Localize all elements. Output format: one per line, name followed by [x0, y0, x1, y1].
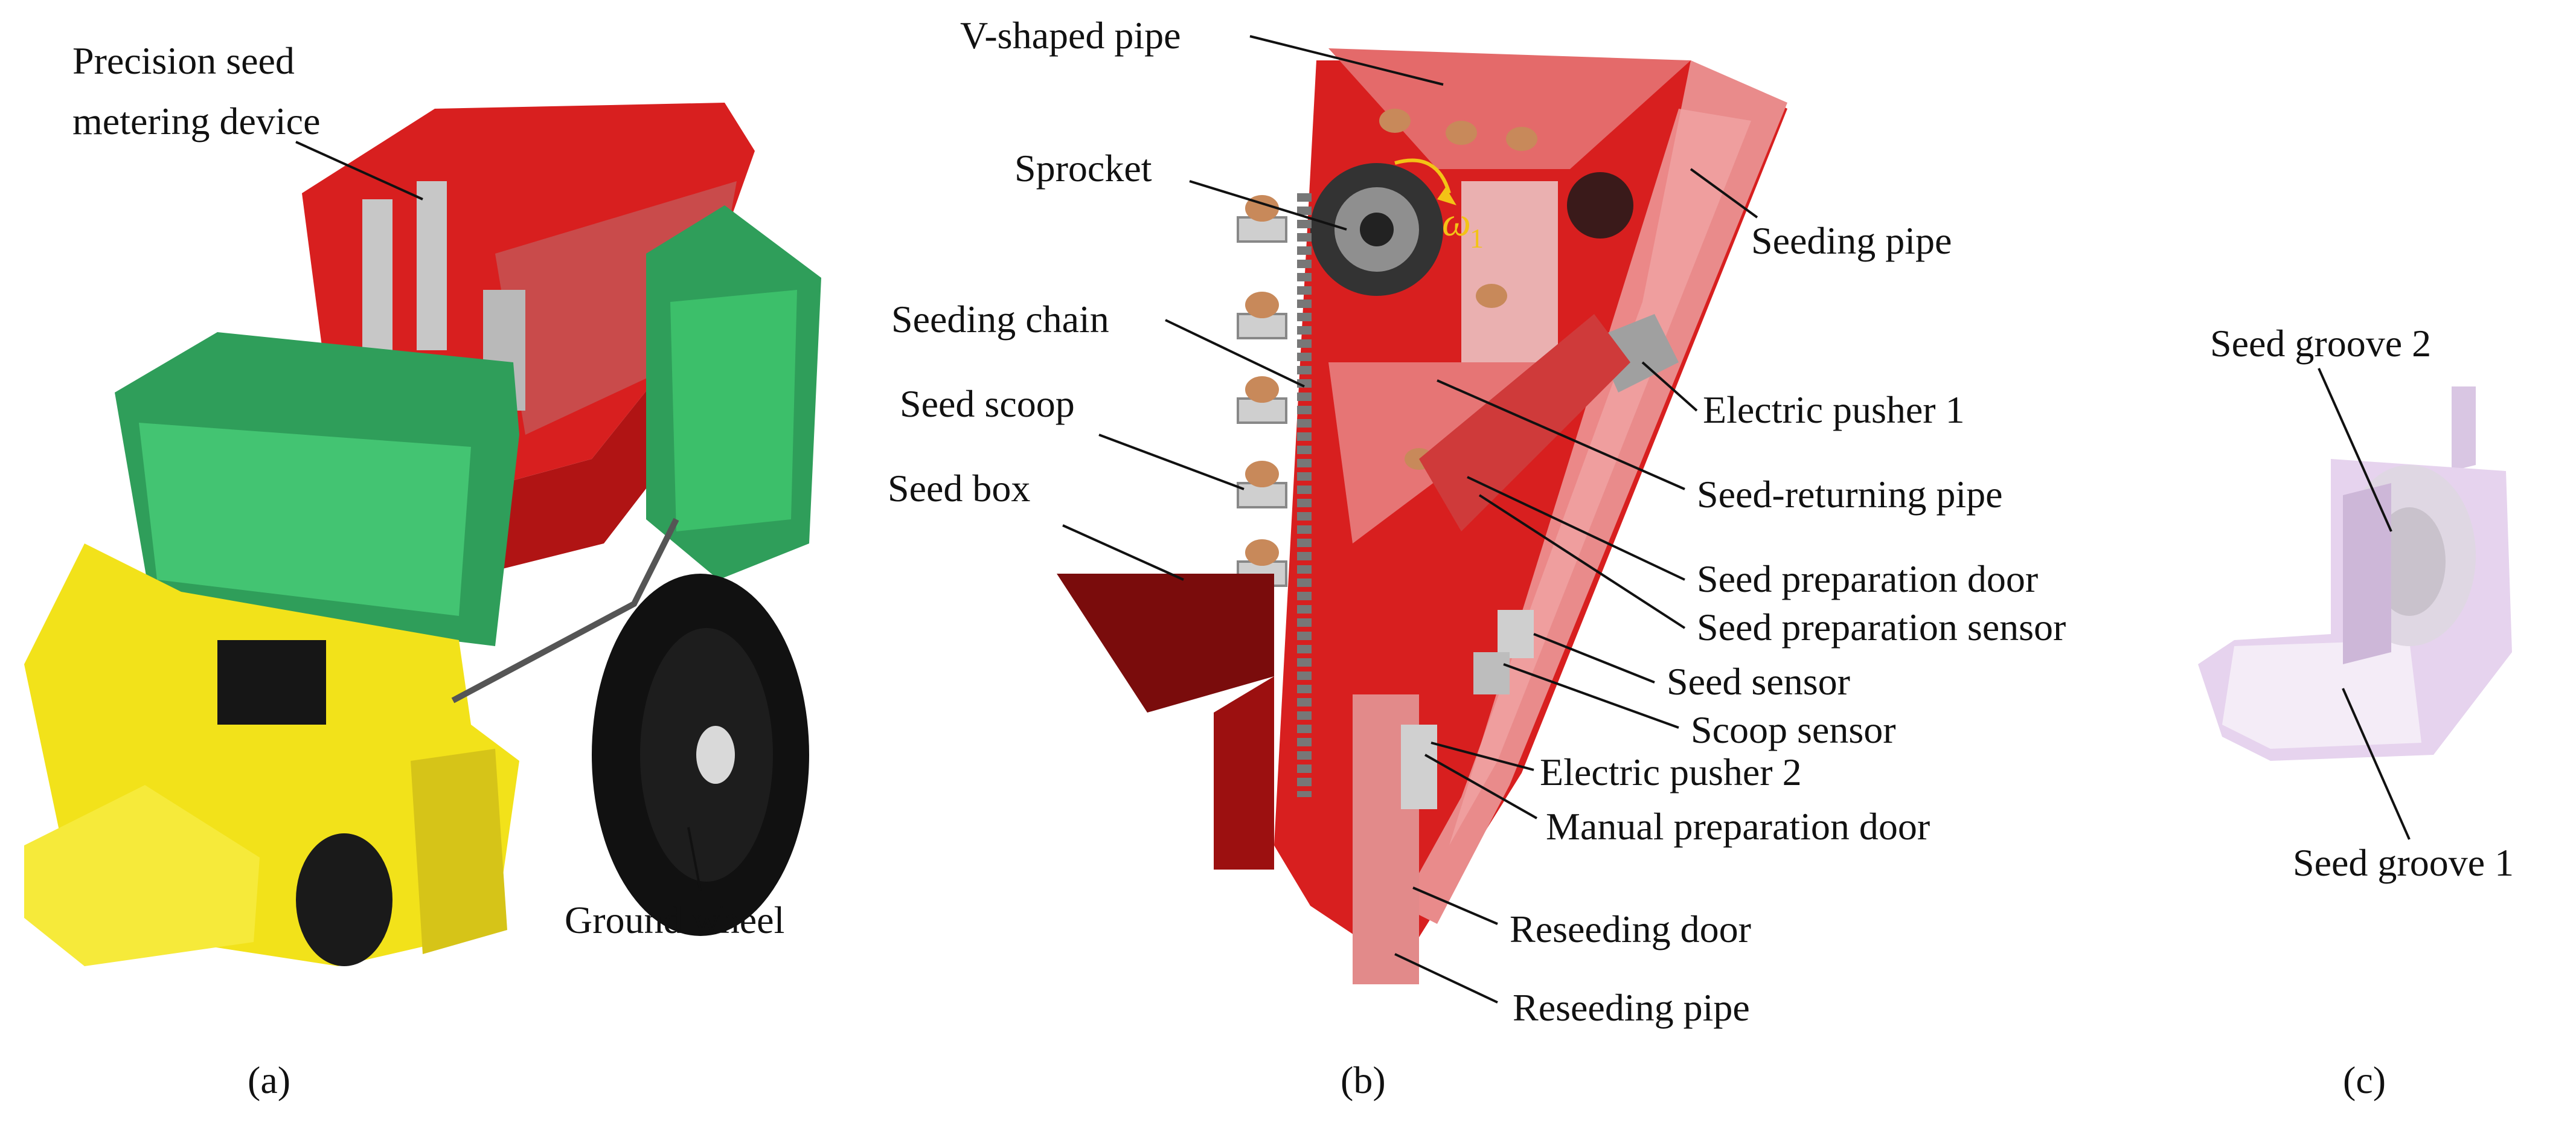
leader-seeding-chain — [1165, 319, 1305, 388]
label-reseeding-pipe: Reseeding pipe — [1513, 986, 1750, 1029]
label-electric-pusher-2: Electric pusher 2 — [1540, 751, 1802, 793]
leader-sprocket — [1189, 180, 1347, 231]
leader-seed-preparation-sensor — [1478, 494, 1686, 629]
leader-precision-seed-metering-device — [295, 141, 423, 200]
leader-seed-groove-1 — [2342, 688, 2411, 840]
label-seeding-chain: Seeding chain — [891, 298, 1109, 341]
label-reseeding-door: Reseeding door — [1510, 908, 1751, 950]
label-precision-seed-metering-device-line2: metering device — [72, 100, 320, 143]
leader-reseeding-door — [1412, 886, 1498, 925]
label-manual-preparation-door: Manual preparation door — [1546, 805, 1930, 848]
label-precision-seed-metering-device-line1: Precision seed — [72, 39, 295, 82]
seed-scoop-illustration — [2198, 386, 2512, 761]
leader-manual-preparation-door — [1424, 754, 1537, 819]
panel-b: ω 1 V-shaped pipe Sprocket Seeding pipe … — [888, 14, 2066, 1101]
leader-seed-preparation-door — [1467, 476, 1685, 581]
omega-subscript: 1 — [1470, 223, 1484, 254]
label-v-shaped-pipe: V-shaped pipe — [960, 14, 1181, 57]
leader-scoop-sensor — [1503, 663, 1679, 729]
label-sprocket: Sprocket — [1014, 147, 1152, 190]
leader-electric-pusher-2 — [1431, 742, 1534, 771]
seeder-machine-illustration — [24, 103, 821, 966]
leader-seed-groove-2 — [2318, 368, 2392, 532]
leader-reseeding-pipe — [1394, 953, 1498, 1004]
omega-symbol: ω — [1442, 199, 1471, 245]
panel-c: Seed groove 2 Seed groove 1 (c) — [2198, 322, 2514, 1101]
label-seed-preparation-door: Seed preparation door — [1697, 557, 2038, 600]
label-scoop-sensor: Scoop sensor — [1691, 708, 1896, 751]
label-seed-preparation-sensor: Seed preparation sensor — [1697, 606, 2066, 649]
caption-panel-b: (b) — [1341, 1059, 1386, 1101]
leader-electric-pusher-1 — [1641, 361, 1698, 412]
metering-device-section-illustration — [1057, 48, 1787, 984]
label-seed-returning-pipe: Seed-returning pipe — [1697, 473, 2003, 516]
label-seeding-pipe: Seeding pipe — [1751, 219, 1952, 262]
caption-panel-a: (a) — [248, 1059, 290, 1101]
angular-velocity-arrow — [1394, 158, 1456, 205]
label-seed-box: Seed box — [888, 467, 1030, 510]
panel-a: Precision seed metering device Ground wh… — [24, 39, 821, 1101]
label-electric-pusher-1: Electric pusher 1 — [1703, 388, 1965, 431]
leader-seed-returning-pipe — [1437, 379, 1685, 490]
leader-seeding-pipe — [1690, 168, 1758, 219]
label-seed-sensor: Seed sensor — [1667, 660, 1850, 703]
caption-panel-c: (c) — [2343, 1059, 2386, 1101]
leader-v-shaped-pipe — [1249, 35, 1444, 86]
label-seed-groove-1: Seed groove 1 — [2293, 841, 2514, 884]
label-seed-groove-2: Seed groove 2 — [2210, 322, 2431, 365]
label-seed-scoop: Seed scoop — [900, 382, 1075, 425]
leader-ground-wheel — [687, 827, 702, 891]
leader-seed-sensor — [1533, 633, 1655, 684]
leader-seed-scoop — [1098, 434, 1245, 490]
label-ground-wheel: Ground wheel — [565, 899, 784, 941]
leader-seed-box — [1062, 524, 1184, 581]
